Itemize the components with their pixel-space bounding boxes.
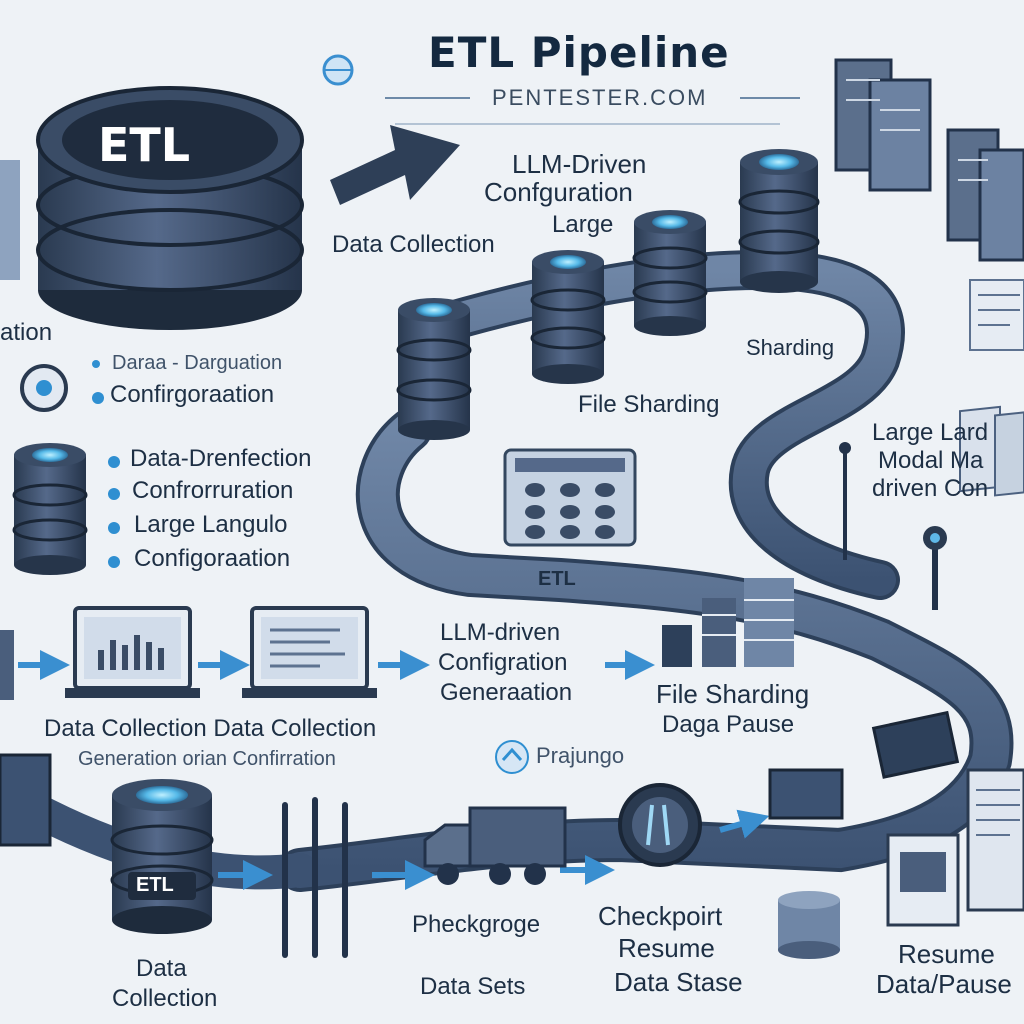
bullet-dot (92, 392, 104, 404)
file-sharding-label: File Sharding (578, 391, 720, 418)
prajungo-badge-icon (495, 740, 529, 774)
probe-icon (839, 442, 947, 610)
prajungo-label: Prajungo (536, 743, 625, 768)
monitors-label-2: Generation orian Confirration (78, 748, 336, 770)
database-icon (778, 891, 840, 959)
truck-icon (423, 806, 567, 885)
pheckgroge-label: Pheckgroge (412, 911, 541, 938)
bullet-b-item: Confrorruration (132, 477, 294, 504)
database-cylinders-row (396, 149, 820, 440)
data-collection-bottom-1: Data (136, 955, 187, 982)
document-icon (886, 768, 1024, 927)
database-icon (738, 149, 820, 293)
bullet-a-item: Daraa - Darguation (112, 352, 283, 374)
globe-icon (322, 54, 354, 86)
data-collection-label: Data Collection (332, 231, 495, 258)
database-icon (632, 210, 708, 336)
checkpoint-label-3: Data Stase (614, 967, 743, 997)
page-title: ETL Pipeline (428, 28, 730, 77)
bullet-dot (108, 556, 120, 568)
fork-icons (282, 797, 348, 958)
llm-mid-label-3: Generaation (440, 679, 573, 706)
file-sharding-mid-label-1: File Sharding (656, 679, 810, 709)
data-sets-label: Data Sets (420, 973, 526, 1000)
checkpoint-icon (618, 783, 702, 867)
document-icon (959, 405, 1024, 497)
bullet-dot (108, 456, 120, 468)
target-icon (20, 364, 68, 412)
ation-fragment-label: ation (0, 319, 53, 346)
flow-arrows (18, 650, 770, 890)
checkpoint-label-2: Resume (618, 933, 715, 963)
bar-chart-icon (662, 578, 794, 667)
bullet-b-item: Large Langulo (134, 511, 288, 538)
llm-mid-label-1: LLM-driven (440, 619, 561, 646)
etl-path-label: ETL (538, 568, 576, 590)
configuration-label: Confguration (484, 177, 633, 207)
right-large-label-1: Large Lard (872, 419, 989, 446)
monitor-icon (242, 606, 377, 698)
document-icon (969, 279, 1024, 351)
database-icon (12, 443, 88, 575)
left-edge-objects (0, 160, 52, 847)
bullet-b-item: Data-Drenfection (130, 445, 312, 472)
llm-mid-label-2: Configration (438, 649, 568, 676)
etl-drum-icon (36, 86, 304, 330)
etl-drum-label: ETL (98, 118, 191, 172)
monitors-label-1: Data Collection Data Collection (44, 715, 377, 742)
database-icon (530, 250, 606, 384)
file-sharding-mid-label-2: Daga Pause (662, 711, 795, 738)
monitor-icon (65, 606, 200, 698)
database-icon (396, 298, 472, 440)
large-label: Large (552, 211, 614, 238)
sharding-label: Sharding (746, 335, 835, 360)
bullet-dot (108, 522, 120, 534)
arrow-icon (330, 125, 460, 205)
title-rules (385, 97, 800, 125)
server-rack-icon (834, 58, 1024, 262)
llm-driven-label: LLM-Driven (512, 149, 647, 179)
page-subtitle: PENTESTER.COM (492, 85, 708, 110)
data-collection-bottom-2: Collection (112, 985, 218, 1012)
resume-label-2: Data/Pause (876, 969, 1012, 999)
etl-bottom-label: ETL (136, 874, 174, 896)
right-large-label-3: driven Con (872, 475, 989, 502)
etl-drum-icon (110, 779, 214, 934)
bullet-b-item: Configoraation (134, 545, 291, 572)
right-large-label-2: Modal Ma (878, 447, 984, 474)
checkpoint-label-1: Checkpoirt (598, 901, 723, 931)
bullet-dot (92, 360, 100, 368)
bullet-dot (108, 488, 120, 500)
grid-icon (503, 448, 637, 547)
resume-label-1: Resume (898, 939, 995, 969)
bullet-a-item: Confirgoraation (110, 381, 275, 408)
server-rack-icon (768, 710, 960, 820)
